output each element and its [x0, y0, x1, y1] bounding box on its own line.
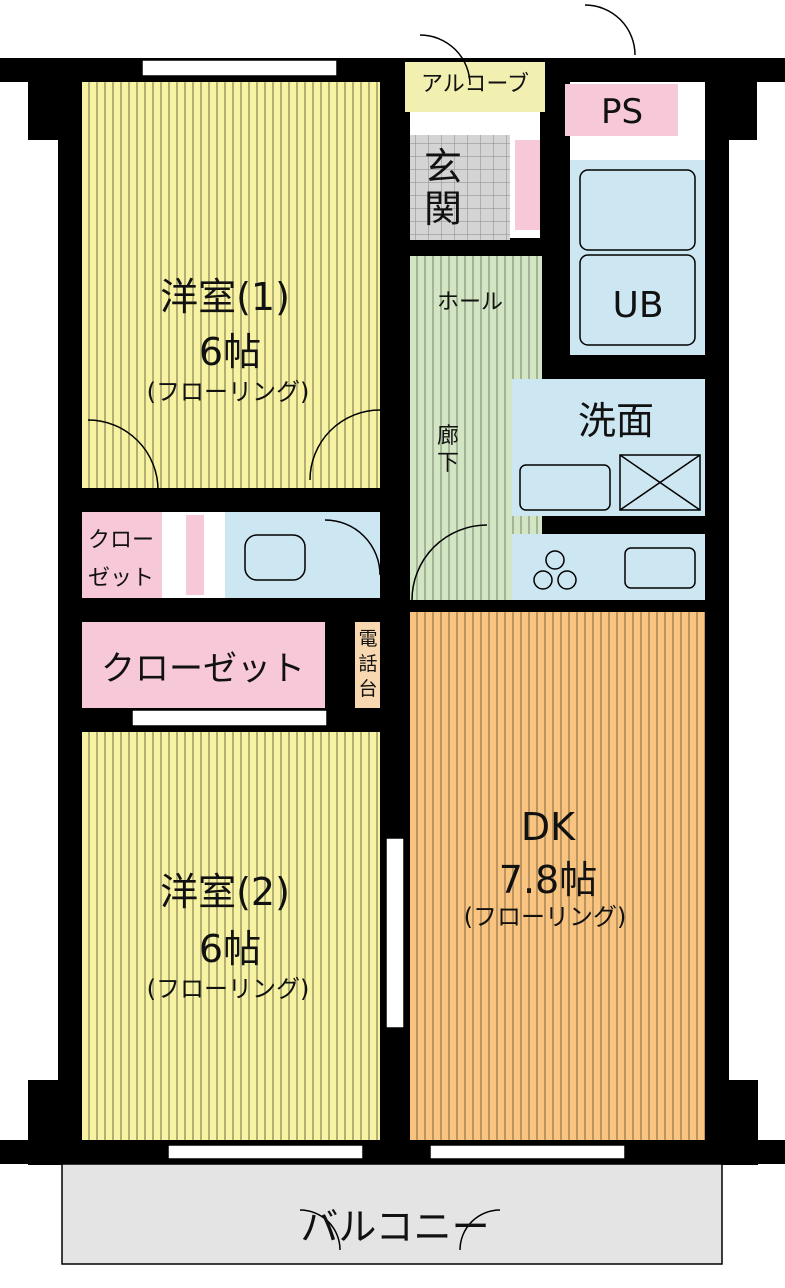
room-floors: [61, 62, 723, 1265]
closet-small-label-2: ゼット: [88, 566, 154, 591]
dk-size: 7.8帖: [499, 858, 597, 902]
closet-large-floor: [82, 622, 325, 708]
phone-stand-label-1: 電: [358, 628, 377, 650]
entrance-label-1: 玄: [424, 145, 462, 189]
corridor-label-1: 廊: [437, 424, 459, 449]
alcove-floor: [405, 62, 545, 112]
ps-label: PS: [601, 92, 643, 132]
fixtures: [244, 169, 701, 590]
closet-large-label: クローゼット: [101, 649, 305, 689]
entrance-label-2: 関: [424, 187, 462, 231]
balcony-label: バルコニー: [300, 1205, 489, 1249]
corridor-label-2: 下: [437, 451, 459, 476]
western-room-2-size: 6帖: [199, 927, 261, 971]
hall-label: ホール: [437, 290, 503, 315]
phone-stand-floor: [355, 622, 380, 708]
balcony-floor: [61, 1163, 723, 1265]
phone-stand-label-3: 台: [358, 678, 377, 700]
washroom-floor: [512, 379, 705, 516]
ub-floor: [570, 160, 705, 355]
dk-name: DK: [521, 805, 576, 849]
washroom-label: 洗面: [578, 399, 654, 443]
closet-small-floor: [82, 512, 162, 598]
ub-label: UB: [612, 285, 663, 326]
room-labels: アルコーブ PS 玄 関 ホール 廊 下 UB 洗面 洋室(1) 6帖 (フロー…: [88, 72, 664, 1249]
doors: [87, 4, 636, 1251]
toilet-floor: [225, 512, 380, 598]
phone-stand-label-2: 話: [358, 653, 377, 675]
closet-small-label-1: クロー: [88, 528, 154, 553]
windows: [131, 59, 626, 1160]
western-room-2-name: 洋室(2): [160, 870, 290, 914]
entrance-floor: [410, 135, 510, 240]
dk-floor-type: (フローリング): [464, 903, 627, 931]
western-room-1-floor-type: (フローリング): [147, 378, 310, 406]
kitchen-counter: [512, 534, 705, 600]
western-room-1-name: 洋室(1): [160, 275, 290, 319]
alcove-label: アルコーブ: [421, 72, 529, 97]
ps-floor: [565, 84, 678, 136]
western-room-2-floor-type: (フローリング): [147, 975, 310, 1003]
western-room-1-size: 6帖: [199, 330, 261, 374]
walls: [0, 58, 785, 1165]
